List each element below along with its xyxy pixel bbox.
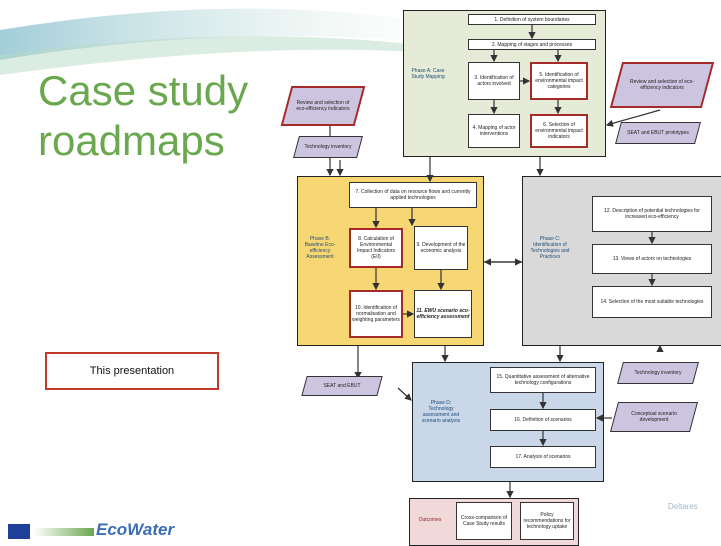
input-review-left: Review and selection of eco-efficiency i… xyxy=(280,86,366,126)
step-4-box: 4. Mapping of actor interventions xyxy=(468,114,520,148)
input-technology-inventory-right: Technology inventory xyxy=(617,362,699,384)
outcomes-label: Outcomes xyxy=(418,517,442,523)
input-technology-inventory-left-text: Technology inventory xyxy=(304,144,352,150)
outcome-policy-recommendations: Policy recommendations for technology up… xyxy=(520,502,574,540)
step-14-box: 14. Selection of the most suitable techn… xyxy=(592,286,712,318)
input-technology-inventory-left: Technology inventory xyxy=(293,136,363,158)
eu-flag-icon xyxy=(8,524,30,539)
step-8-box: 8. Calculation of Environmental Impact I… xyxy=(349,228,403,268)
step-5-box: 5. Identification of environmental impac… xyxy=(530,62,588,100)
input-conceptual-scenario-text: Conceptual scenario development xyxy=(631,411,677,423)
step-6-box: 6. Selection of environmental impact ind… xyxy=(530,114,588,148)
input-conceptual-scenario: Conceptual scenario development xyxy=(609,402,699,432)
step-13-box: 13. Views of actors on technologies xyxy=(592,244,712,274)
input-seat-ebut-prototypes-text: SEAT and EBUT prototypes xyxy=(627,130,689,136)
step-11-box: 11. EWU scenario eco-efficiency assessme… xyxy=(414,290,472,338)
input-review-right-text: Review and selection of eco-efficiency i… xyxy=(630,79,694,91)
step-15-box: 15. Quantitative assessment of alternati… xyxy=(490,367,596,393)
input-seat-ebut-bottom-text: SEAT and EBUT xyxy=(323,383,361,389)
title-line-2: roadmaps xyxy=(38,117,225,164)
input-review-right: Review and selection of eco-efficiency i… xyxy=(609,62,715,108)
step-3-box: 3. Identification of actors involved xyxy=(468,62,520,100)
ecowater-logo: EcoWater xyxy=(96,520,175,539)
deltares-logo: Deltares xyxy=(668,502,698,511)
input-review-left-text: Review and selection of eco-efficiency i… xyxy=(296,100,350,112)
input-technology-inventory-right-text: Technology inventory xyxy=(634,370,682,376)
outcome-cross-comparison: Cross-comparison of Case Study results xyxy=(456,502,512,540)
title-line-1: Case study xyxy=(38,67,249,114)
step-2-box: 2. Mapping of stages and processes xyxy=(468,39,596,50)
step-9-box: 9. Development of the economic analysis xyxy=(414,226,468,270)
phase-a-label: Phase A: Case Study Mapping xyxy=(411,68,445,80)
slide-title: Case study roadmaps xyxy=(38,66,268,166)
phase-c-label: Phase C: Identification of Technologies … xyxy=(530,236,570,260)
step-16-box: 16. Definition of scenarios xyxy=(490,409,596,431)
input-seat-ebut-prototypes: SEAT and EBUT prototypes xyxy=(615,122,701,144)
step-12-box: 12. Description of potential technologie… xyxy=(592,196,712,232)
phase-d-label: Phase D: Technology assessment and scena… xyxy=(421,400,461,424)
footer-logo-bar xyxy=(34,528,94,536)
step-17-box: 17. Analysis of scenarios xyxy=(490,446,596,468)
step-7-box: 7. Collection of data on resource flows … xyxy=(349,182,477,208)
step-1-box: 1. Definition of system boundaries xyxy=(468,14,596,25)
input-seat-ebut-bottom: SEAT and EBUT xyxy=(301,376,383,396)
this-presentation-label: This presentation xyxy=(45,352,219,390)
step-10-box: 10. Identification of normalisation and … xyxy=(349,290,403,338)
phase-b-label: Phase B: Baseline Eco-efficiency Assessm… xyxy=(304,236,336,260)
